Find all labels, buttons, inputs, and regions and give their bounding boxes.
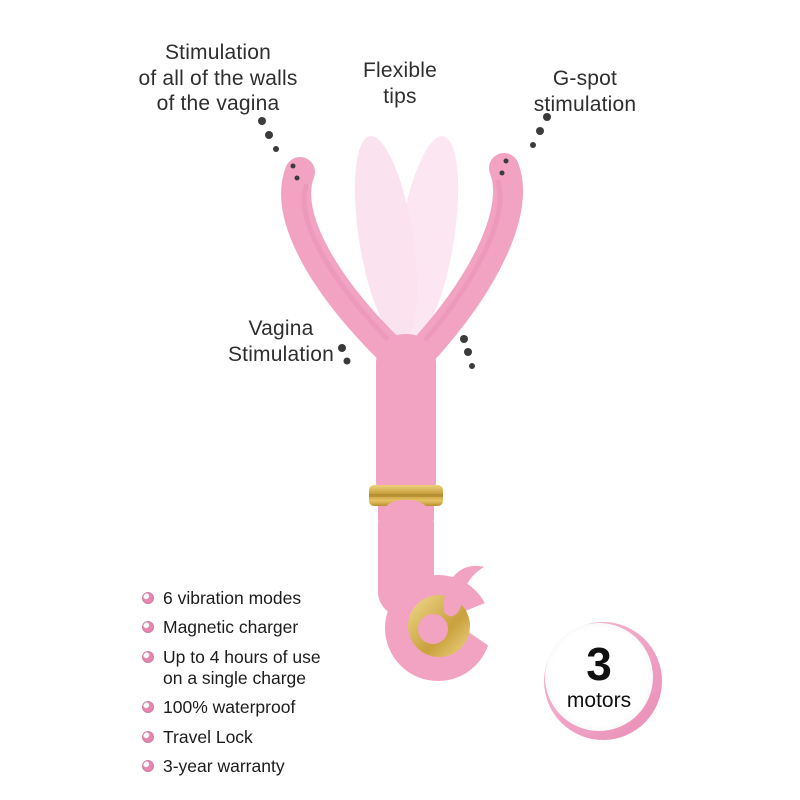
label-gspot-stimulation: G-spot stimulation xyxy=(533,67,637,116)
motors-badge: 3 motors xyxy=(544,622,662,740)
motors-count: 3 xyxy=(586,638,612,690)
feature-item: Up to 4 hours of use on a single charge xyxy=(142,647,321,690)
feature-label: 100% waterproof xyxy=(163,697,296,718)
gem-bullet-icon xyxy=(142,592,154,604)
flexible-tips-petals xyxy=(354,136,459,340)
gem-bullet-icon xyxy=(142,760,154,773)
feature-label: Up to 4 hours of use on a single charge xyxy=(163,646,321,689)
gem-bullet-icon xyxy=(142,650,154,663)
feature-item: Travel Lock xyxy=(142,727,321,748)
feature-label: 6 vibration modes xyxy=(163,588,302,608)
device-body xyxy=(281,153,523,520)
feature-label: 3-year warranty xyxy=(163,756,285,777)
feature-item: 6 vibration modes xyxy=(142,588,321,609)
gem-bullet-icon xyxy=(142,730,154,743)
gem-bullet-icon xyxy=(142,701,154,714)
gold-band xyxy=(369,485,443,506)
label-flexible-tips: Flexible tips xyxy=(363,59,437,108)
feature-label: Travel Lock xyxy=(163,726,253,747)
motors-badge-face: 3 motors xyxy=(545,623,653,731)
feature-item: 3-year warranty xyxy=(142,756,321,777)
label-vagina-stimulation: Vagina Stimulation xyxy=(227,317,335,366)
feature-label: Magnetic charger xyxy=(163,617,299,638)
motors-label: motors xyxy=(566,689,632,712)
feature-item: Magnetic charger xyxy=(142,617,321,638)
gem-bullet-icon xyxy=(142,621,154,634)
feature-list: 6 vibration modes Magnetic charger Up to… xyxy=(142,588,321,785)
feature-item: 100% waterproof xyxy=(142,697,321,718)
leader-dots xyxy=(258,113,551,369)
label-walls-stimulation: Stimulation of all of the walls of the v… xyxy=(138,41,298,116)
handle-hook xyxy=(378,500,532,681)
